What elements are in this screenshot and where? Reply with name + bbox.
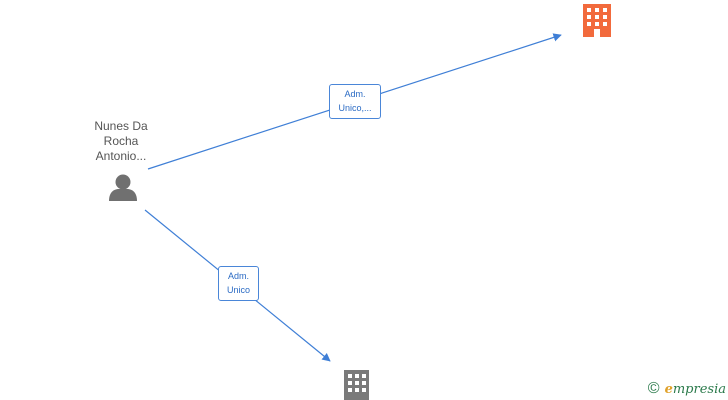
brand-initial: e bbox=[664, 381, 673, 397]
edge-label-line: Adm. bbox=[344, 89, 366, 99]
brand-name: mpresia bbox=[672, 381, 726, 397]
person-name-line: Rocha bbox=[103, 134, 139, 148]
person-name-line: Antonio... bbox=[95, 149, 147, 163]
edge-label-company-1[interactable]: Adm. Unico,... bbox=[329, 84, 381, 119]
brand-logo: © e mpresia bbox=[648, 380, 726, 398]
person-name-line: Nunes Da bbox=[94, 119, 148, 133]
building-icon[interactable] bbox=[344, 370, 369, 400]
person-name-label[interactable]: Nunes Da Rocha Antonio... bbox=[78, 119, 164, 164]
person-icon[interactable] bbox=[109, 174, 137, 202]
copyright-symbol: © bbox=[647, 380, 660, 397]
building-icon[interactable] bbox=[583, 4, 611, 37]
edge-label-line: Adm. bbox=[227, 271, 249, 281]
edge-label-line: Unico,... bbox=[338, 103, 372, 113]
edge-label-company-2[interactable]: Adm. Unico bbox=[218, 266, 259, 301]
edge-label-line: Unico bbox=[226, 285, 250, 295]
